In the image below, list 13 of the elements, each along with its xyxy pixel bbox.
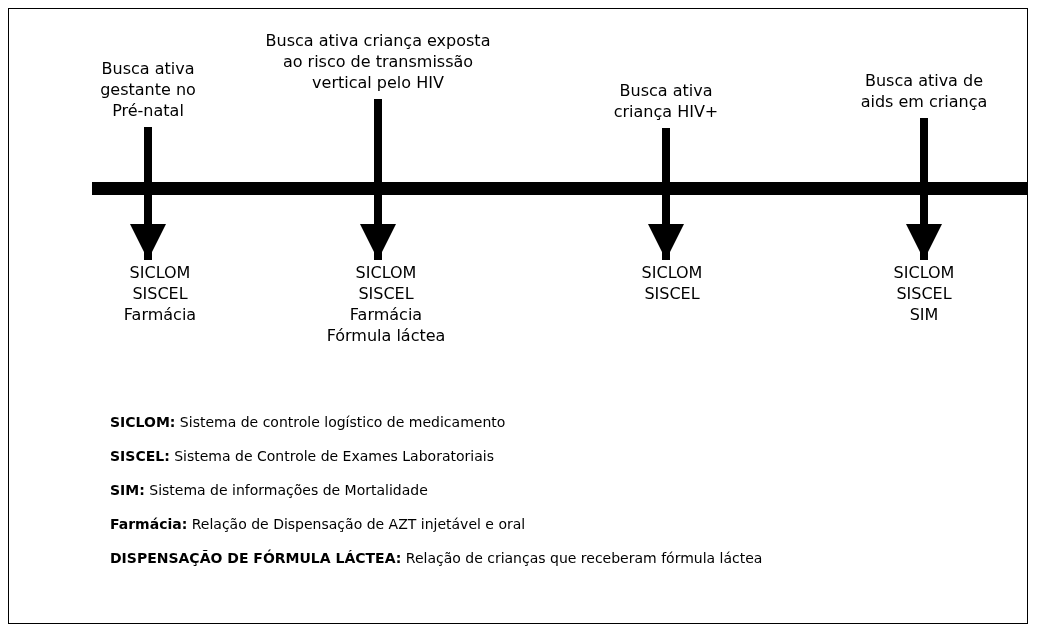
event-label: Busca ativa gestante no Pré-natal	[85, 58, 211, 121]
legend-note: SIM: Sistema de informações de Mortalidade	[110, 482, 428, 498]
legend-note: DISPENSAÇÃO DE FÓRMULA LÁCTEA: Relação de crianças que receberam fórmula láctea	[110, 550, 763, 566]
legend-note: SISCEL: Sistema de Controle de Exames Laboratoriais	[110, 448, 494, 464]
system-list: SICLOM SISCEL	[597, 262, 747, 304]
system-list: SICLOM SISCEL Farmácia	[80, 262, 240, 325]
system-list: SICLOM SISCEL SIM	[849, 262, 999, 325]
legend-note: Farmácia: Relação de Dispensação de AZT injetável e oral	[110, 516, 526, 532]
event-label: Busca ativa criança HIV+	[601, 80, 731, 122]
event-label: Busca ativa criança exposta ao risco de transmissão vertical pelo HIV	[258, 30, 498, 93]
legend-note: SICLOM: Sistema de controle logístico de medicamento	[110, 414, 506, 430]
system-list: SICLOM SISCEL Farmácia Fórmula láctea	[296, 262, 476, 346]
event-label: Busca ativa de aids em criança	[849, 70, 999, 112]
